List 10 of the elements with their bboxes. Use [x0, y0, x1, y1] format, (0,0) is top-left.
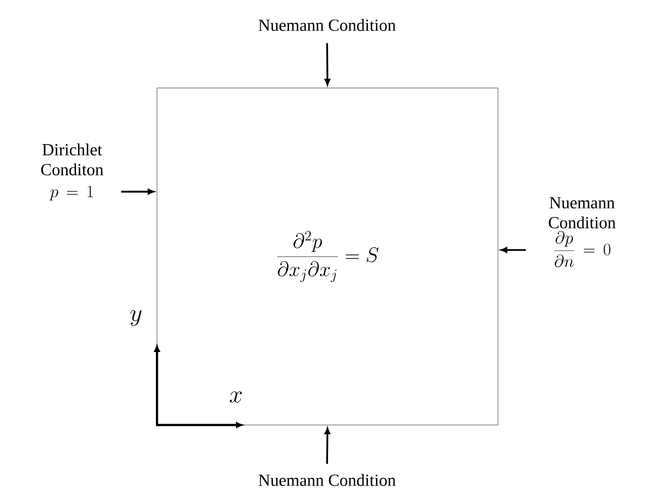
- arrow: [324, 428, 330, 464]
- arrow: [121, 188, 154, 194]
- axis-label: $x$: [230, 391, 242, 403]
- boundary-condition-label: Dirichlet Conditon $p = 1$: [41, 144, 104, 200]
- axis-label: $y$: [130, 310, 142, 326]
- arrow: [500, 247, 526, 253]
- arrow: [324, 43, 330, 86]
- boundary-condition-label: Nuemann Condition $\frac{\partial p}{\partial n} = 0$: [548, 197, 616, 268]
- boundary-condition-label: Nuemann Condition: [258, 474, 396, 486]
- boundary-condition-label: Nuemann Condition: [258, 19, 396, 31]
